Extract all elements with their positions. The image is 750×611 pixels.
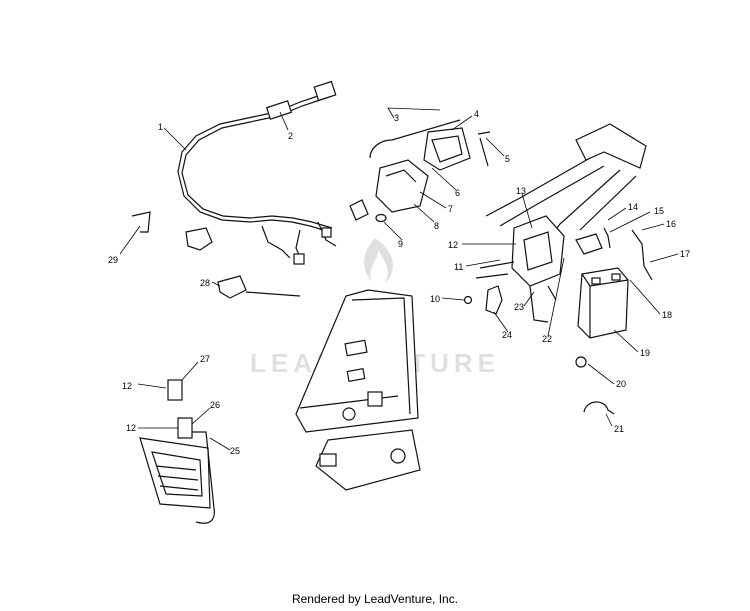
wiring-harness xyxy=(177,80,337,265)
footer-credit: Rendered by LeadVenture, Inc. xyxy=(291,592,459,606)
frame-section xyxy=(463,123,647,323)
rear-panel xyxy=(295,289,421,491)
callout-29: 29 xyxy=(108,255,118,265)
switch-housing-assembly xyxy=(349,119,491,223)
callout-28: 28 xyxy=(200,278,210,288)
callout-8: 8 xyxy=(434,221,439,231)
callout-7: 7 xyxy=(448,204,453,214)
callout-14: 14 xyxy=(628,202,638,212)
callout-24: 24 xyxy=(502,330,512,340)
callout-21: 21 xyxy=(614,424,624,434)
callout-6: 6 xyxy=(455,188,460,198)
callout-27: 27 xyxy=(200,354,210,364)
callout-4: 4 xyxy=(474,109,479,119)
callout-12-frame: 12 xyxy=(448,240,458,250)
battery-assembly xyxy=(575,227,653,415)
callout-26: 26 xyxy=(210,400,220,410)
callout-12-lower: 12 xyxy=(126,423,136,433)
callout-5: 5 xyxy=(505,154,510,164)
callout-25: 25 xyxy=(230,446,240,456)
callout-11: 11 xyxy=(454,262,463,272)
callout-16: 16 xyxy=(666,219,676,229)
callout-20: 20 xyxy=(616,379,626,389)
callout-9: 9 xyxy=(398,239,403,249)
callout-17: 17 xyxy=(680,249,690,259)
connector-brackets xyxy=(131,211,301,299)
callout-23: 23 xyxy=(514,302,524,312)
callout-13: 13 xyxy=(516,186,526,196)
callout-22: 22 xyxy=(542,334,552,344)
grille-guard xyxy=(139,379,215,524)
callout-1: 1 xyxy=(158,122,163,132)
callout-12-upper: 12 xyxy=(122,381,132,391)
callout-labels: 1 2 3 4 5 6 7 8 9 10 11 12 13 14 15 16 1… xyxy=(108,107,690,456)
callout-2: 2 xyxy=(288,131,293,141)
callout-3: 3 xyxy=(394,113,399,123)
callout-19: 19 xyxy=(640,348,650,358)
callout-15: 15 xyxy=(654,206,664,216)
callout-10: 10 xyxy=(430,294,440,304)
callout-18: 18 xyxy=(662,310,672,320)
